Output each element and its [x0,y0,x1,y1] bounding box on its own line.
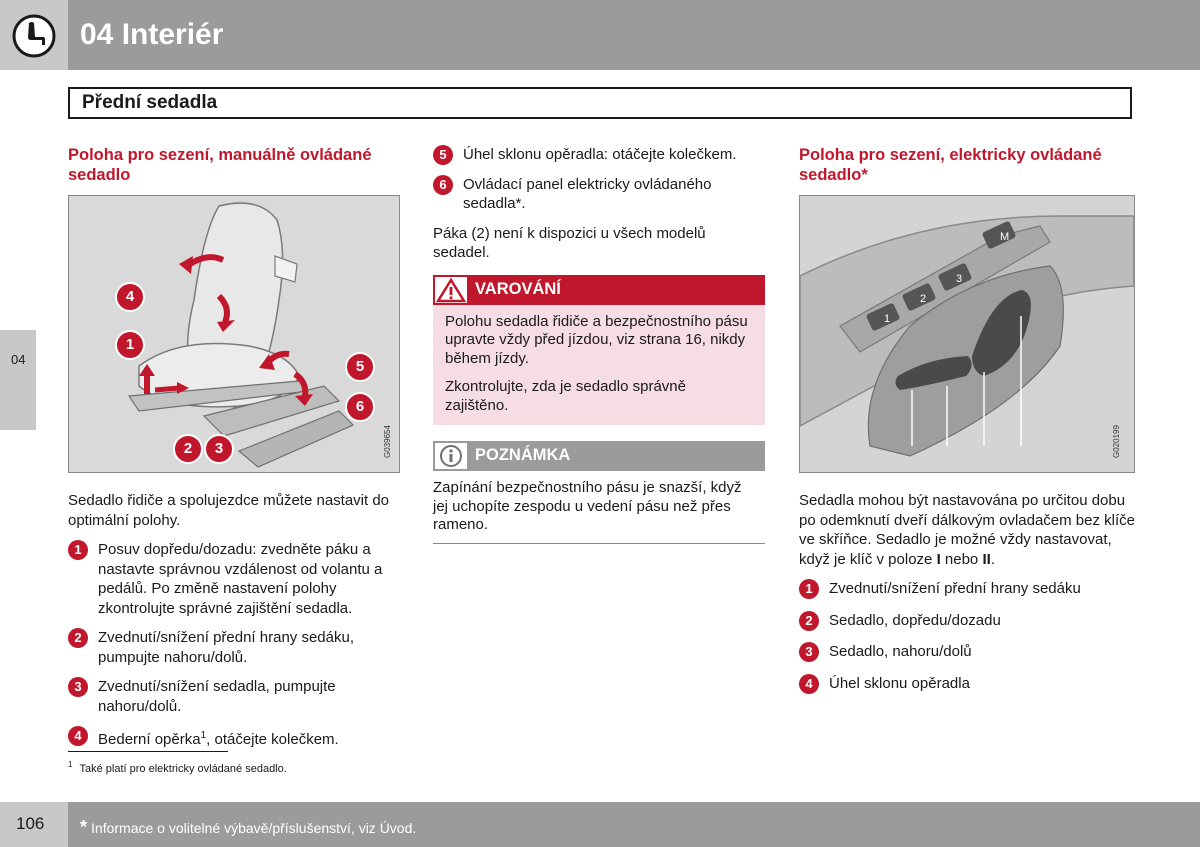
chapter-side-tab-label: 04 [11,352,26,367]
item-number-badge: 2 [68,628,88,648]
list-item: 2 Sedadlo, dopředu/dozadu [799,610,1135,631]
item-number-badge: 1 [68,540,88,560]
chapter-side-tab: 04 [0,330,36,430]
list-item-text: Sedadlo, nahoru/dolů [829,643,972,660]
warning-triangle-icon [433,274,469,305]
item-number-badge: 6 [433,174,453,195]
svg-text:2: 2 [920,293,926,305]
list-item-text: Úhel sklonu opěradla [829,674,970,692]
list-item-text: Ovládací panel elektricky ovládaného sed… [463,175,712,213]
warning-header: VAROVÁNÍ [433,274,765,305]
list-item-text: Zvednutí/snížení přední hrany sedáku, pu… [98,629,354,666]
list-item: 5 Úhel sklonu opěradla: otáčejte kolečke… [433,145,765,165]
list-item: 3 Sedadlo, nahoru/dolů [799,642,1135,662]
footer-page-tab: 106 [0,802,68,847]
list-item: 4 Bederní opěrka1, otáčejte kolečkem. [68,726,398,750]
item-number-badge: 3 [68,677,88,697]
electric-seat-heading: Poloha pro sezení, elektricky ovládané s… [799,146,1102,184]
manual-seat-intro: Sedadlo řidiče a spolujezdce můžete nast… [68,492,390,529]
footer-note: *Informace o volitelné výbavě/příslušens… [80,817,416,838]
warning-paragraph: Zkontrolujte, zda je sedadlo správně zaj… [445,378,686,414]
list-item: 6 Ovládací panel elektricky ovládaného s… [433,174,765,214]
list-item-text: Úhel sklonu opěradla: otáčejte kolečkem. [463,146,737,163]
callout-5: 5 [345,352,375,382]
column-electric-seat: Poloha pro sezení, elektricky ovládané s… [799,145,1135,705]
item-number-badge: 5 [433,145,453,165]
svg-text:1: 1 [884,313,890,325]
seat-icon [12,14,56,58]
intro-text-mid: nebo [940,550,983,568]
footer-note-text: Informace o volitelné výbavě/příslušenst… [91,820,417,836]
column-manual-seat: Poloha pro sezení, manuálně ovládané sed… [68,145,400,760]
note-box: POZNÁMKA Zapínání bezpečnostního pásu je… [433,441,765,544]
note-header: POZNÁMKA [433,441,765,471]
key-position-i: I [936,550,941,568]
list-item-text: Bederní opěrka [98,731,201,748]
footer-bar: *Informace o volitelné výbavě/příslušens… [68,802,1200,847]
list-item-text: Zvednutí/snížení sedadla, pumpujte nahor… [98,678,336,715]
key-position-ii: II [982,550,991,568]
footnote-divider [68,751,228,752]
list-item: 3 Zvednutí/snížení sedadla, pumpujte nah… [68,677,398,716]
info-icon [433,441,469,471]
warning-box: VAROVÁNÍ Polohu sedadla řidiče a bezpečn… [433,274,765,425]
svg-text:3: 3 [956,273,962,285]
list-item: 2 Zvednutí/snížení přední hrany sedáku, … [68,628,398,667]
warning-paragraph: Polohu sedadla řidiče a bezpečnostního p… [445,312,748,367]
electric-seat-illustration: 1 2 3 M 1 2 3 4 G020199 [799,195,1135,473]
header-bar [0,0,1200,70]
section-title-box: Přední sedadla [68,87,1132,119]
figure-code: G039654 [383,425,392,458]
list-item: 1 Posuv dopředu/dozadu: zvedněte páku a … [68,540,398,618]
list-item: 4 Úhel sklonu opěradla [799,673,1135,694]
footnote-ref: 1 [200,730,207,741]
intro-text: Sedadla mohou být nastavována po určitou… [799,492,1135,568]
callout-3: 3 [204,434,234,464]
item-number-badge: 1 [799,579,819,599]
warning-body: Polohu sedadla řidiče a bezpečnostního p… [433,304,765,425]
note-label: POZNÁMKA [475,446,571,464]
callout-6: 6 [345,392,375,422]
list-item-text-end: , otáčejte kolečkem. [206,731,339,748]
item-number-badge: 4 [68,726,88,746]
item-number-badge: 3 [799,642,819,662]
list-item-text: Sedadlo, dopředu/dozadu [829,611,1001,629]
chapter-title: 04 Interiér [80,18,224,51]
intro-text-end: . [990,550,995,568]
list-item-text: Zvednutí/snížení přední hrany sedáku [829,580,1081,597]
item-number-badge: 4 [799,673,819,694]
list-item-text: Posuv dopředu/dozadu: zvedněte páku a na… [98,541,383,617]
figure-code: G020199 [1112,425,1121,458]
column-middle: 5 Úhel sklonu opěradla: otáčejte kolečke… [433,145,765,544]
manual-seat-heading: Poloha pro sezení, manuálně ovládané sed… [68,146,372,184]
lever-availability-note: Páka (2) není k dispozici u všech modelů… [433,224,706,262]
item-number-badge: 2 [799,610,819,631]
page-number: 106 [16,814,45,833]
footnote-text: Také platí pro elektricky ovládané sedad… [79,762,287,775]
note-text: Zapínání bezpečnostního pásu je snazší, … [433,479,742,533]
callout-2: 2 [173,434,203,464]
footnote-number: 1 [68,760,73,769]
footnote: 1 Také platí pro elektricky ovládané sed… [68,760,287,775]
section-title: Přední sedadla [82,92,218,113]
electric-seat-intro: Sedadla mohou být nastavována po určitou… [799,491,1135,569]
list-item: 1 Zvednutí/snížení přední hrany sedáku [799,579,1135,599]
callout-4: 4 [115,282,145,312]
note-body: Zapínání bezpečnostního pásu je snazší, … [433,471,765,543]
callout-1: 1 [115,330,145,360]
optional-equipment-star: * [80,817,88,837]
manual-seat-illustration: 1 2 3 4 5 6 G039654 [68,195,400,473]
svg-text:M: M [1000,231,1009,243]
warning-label: VAROVÁNÍ [475,279,561,298]
